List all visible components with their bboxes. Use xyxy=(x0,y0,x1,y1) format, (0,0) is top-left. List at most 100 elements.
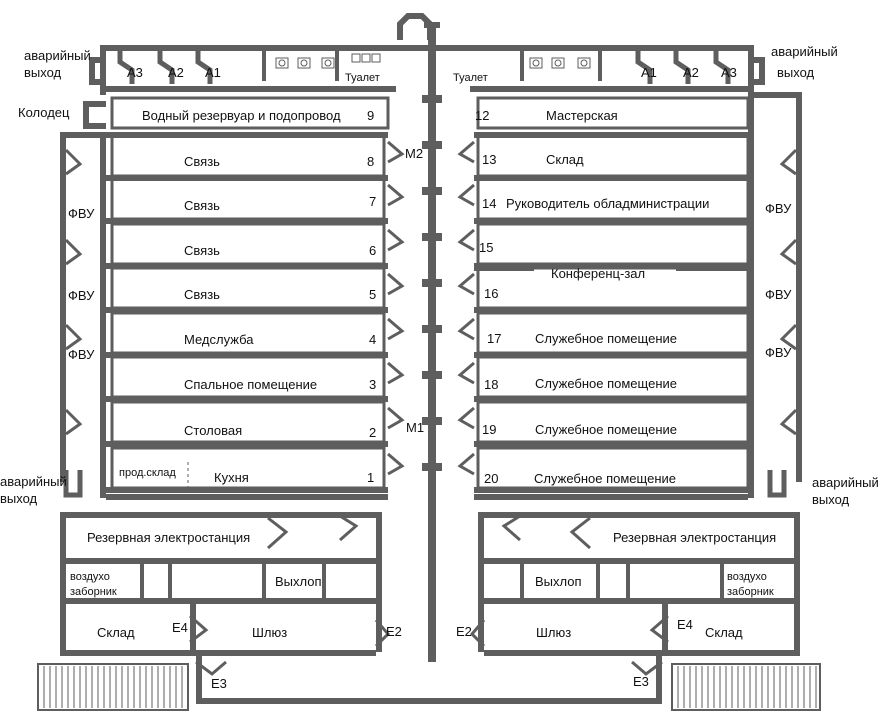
wall-segment-19 xyxy=(470,86,754,92)
wall-segment-63 xyxy=(476,96,750,130)
right-air-intake-label-2: заборник xyxy=(727,586,774,598)
wall-segment-11 xyxy=(635,51,653,84)
left-airlock-a3: А3 xyxy=(127,65,143,80)
wall-segment-65 xyxy=(676,265,748,271)
room-16-number: 16 xyxy=(484,286,498,301)
top-tower xyxy=(397,13,433,40)
wall-segment-57 xyxy=(476,355,750,399)
wall-segment-25 xyxy=(748,92,802,98)
wall-segment-117 xyxy=(720,564,724,598)
wall-segment-55 xyxy=(476,311,750,355)
wall-segment-96 xyxy=(422,233,442,241)
room-5-number: 5 xyxy=(369,287,376,302)
wall-segment-41 xyxy=(474,396,748,402)
wall-segment-134 xyxy=(649,614,669,644)
sink-fixture xyxy=(361,53,371,63)
right-store-label: Склад xyxy=(705,625,743,640)
wall-segment-89 xyxy=(779,408,798,436)
wall-segment-51 xyxy=(476,222,750,266)
right-e2-label: Е2 xyxy=(456,624,472,639)
left-air-intake-label-1: воздухо xyxy=(70,571,110,583)
wall-segment-56 xyxy=(110,355,386,399)
wall-segment-118 xyxy=(376,512,382,652)
toilet-fixture xyxy=(275,57,289,69)
room-7-number: 7 xyxy=(369,194,376,209)
toilet-fixture xyxy=(529,57,543,69)
room-12-number: 12 xyxy=(475,108,489,123)
corridor-m1-label: М1 xyxy=(406,420,424,435)
left-top-exit-label-1: аварийный xyxy=(24,48,91,63)
toilet-fixture xyxy=(297,57,311,69)
wall-segment-103 xyxy=(478,512,800,518)
room-14-name: Руководитель обладминистрации xyxy=(506,196,709,211)
left-fvu-label-1: ФВУ xyxy=(68,206,95,221)
right-fvu-label-1: ФВУ xyxy=(765,201,792,216)
wall-segment-67 xyxy=(387,183,405,207)
wall-segment-93 xyxy=(422,95,442,103)
wall-segment-132 xyxy=(484,650,662,656)
wall-segment-31 xyxy=(106,396,388,402)
right-top-exit-label-1: аварийный xyxy=(771,44,838,59)
room-1-name: Кухня xyxy=(214,470,249,485)
wall-segment-73 xyxy=(387,452,405,476)
wall-segment-61 xyxy=(476,446,750,490)
wall-segment-75 xyxy=(457,183,475,207)
wall-segment-20 xyxy=(60,132,66,482)
wall-segment-129 xyxy=(190,604,196,654)
wall-segment-141 xyxy=(656,656,662,704)
wall-segment-43 xyxy=(474,487,748,493)
wall-segment-52 xyxy=(110,266,386,310)
room-17-name: Служебное помещение xyxy=(535,331,677,346)
wall-segment-124 xyxy=(501,514,521,542)
conference-hall-label: Конференц-зал xyxy=(551,266,645,281)
wall-segment-4 xyxy=(100,45,106,95)
room-4-name: Медслужба xyxy=(184,332,254,347)
right-airlock-a1: А1 xyxy=(641,65,657,80)
left-exhaust-label: Выхлоп xyxy=(275,574,322,589)
wall-segment-39 xyxy=(474,307,748,313)
wall-segment-6 xyxy=(89,57,106,85)
left-bottom-exit-label-1: аварийный xyxy=(0,474,67,489)
room-17-number: 17 xyxy=(487,331,501,346)
wall-segment-32 xyxy=(106,441,388,447)
wall-segment-35 xyxy=(106,494,388,500)
wall-segment-139 xyxy=(196,698,662,704)
wall-segment-29 xyxy=(106,307,388,313)
wall-segment-119 xyxy=(478,512,484,652)
right-fvu-label-3: ФВУ xyxy=(765,345,792,360)
wall-segment-77 xyxy=(457,272,475,296)
wall-segment-135 xyxy=(374,619,391,648)
wall-segment-114 xyxy=(520,564,524,598)
right-bottom-exit-label-2: выход xyxy=(812,492,850,507)
wall-segment-33 xyxy=(106,487,388,493)
wall-segment-66 xyxy=(387,140,405,164)
wall-segment-49 xyxy=(476,177,750,221)
wall-segment-88 xyxy=(779,323,798,351)
wall-segment-113 xyxy=(322,564,326,598)
wall-segment-2 xyxy=(428,22,436,502)
wall-segment-17 xyxy=(598,51,602,81)
wall-segment-24 xyxy=(796,92,802,482)
right-airlock-a3: А3 xyxy=(721,65,737,80)
wall-segment-13 xyxy=(713,51,731,84)
wall-segment-115 xyxy=(596,564,600,598)
left-top-exit-label-2: выход xyxy=(24,65,62,80)
wall-segment-5 xyxy=(748,45,754,95)
left-fvu-label-3: ФВУ xyxy=(68,347,95,362)
wall-segment-22 xyxy=(60,132,106,138)
right-bottom-exit-label-1: аварийный xyxy=(812,475,879,490)
right-toilet-label: Туалет xyxy=(453,72,488,84)
right-power-station-label: Резервная электростанция xyxy=(613,530,776,545)
wall-segment-85 xyxy=(64,408,83,436)
wall-segment-0 xyxy=(100,45,430,51)
left-toilet-label: Туалет xyxy=(345,72,380,84)
wall-segment-81 xyxy=(457,452,475,476)
wall-segment-16 xyxy=(520,51,524,81)
wall-segment-79 xyxy=(457,361,475,385)
wall-segment-68 xyxy=(387,228,405,252)
left-e3-label: Е3 xyxy=(211,676,227,691)
wall-segment-37 xyxy=(474,218,748,224)
room-3-number: 3 xyxy=(369,377,376,392)
left-power-station-label: Резервная электростанция xyxy=(87,530,250,545)
